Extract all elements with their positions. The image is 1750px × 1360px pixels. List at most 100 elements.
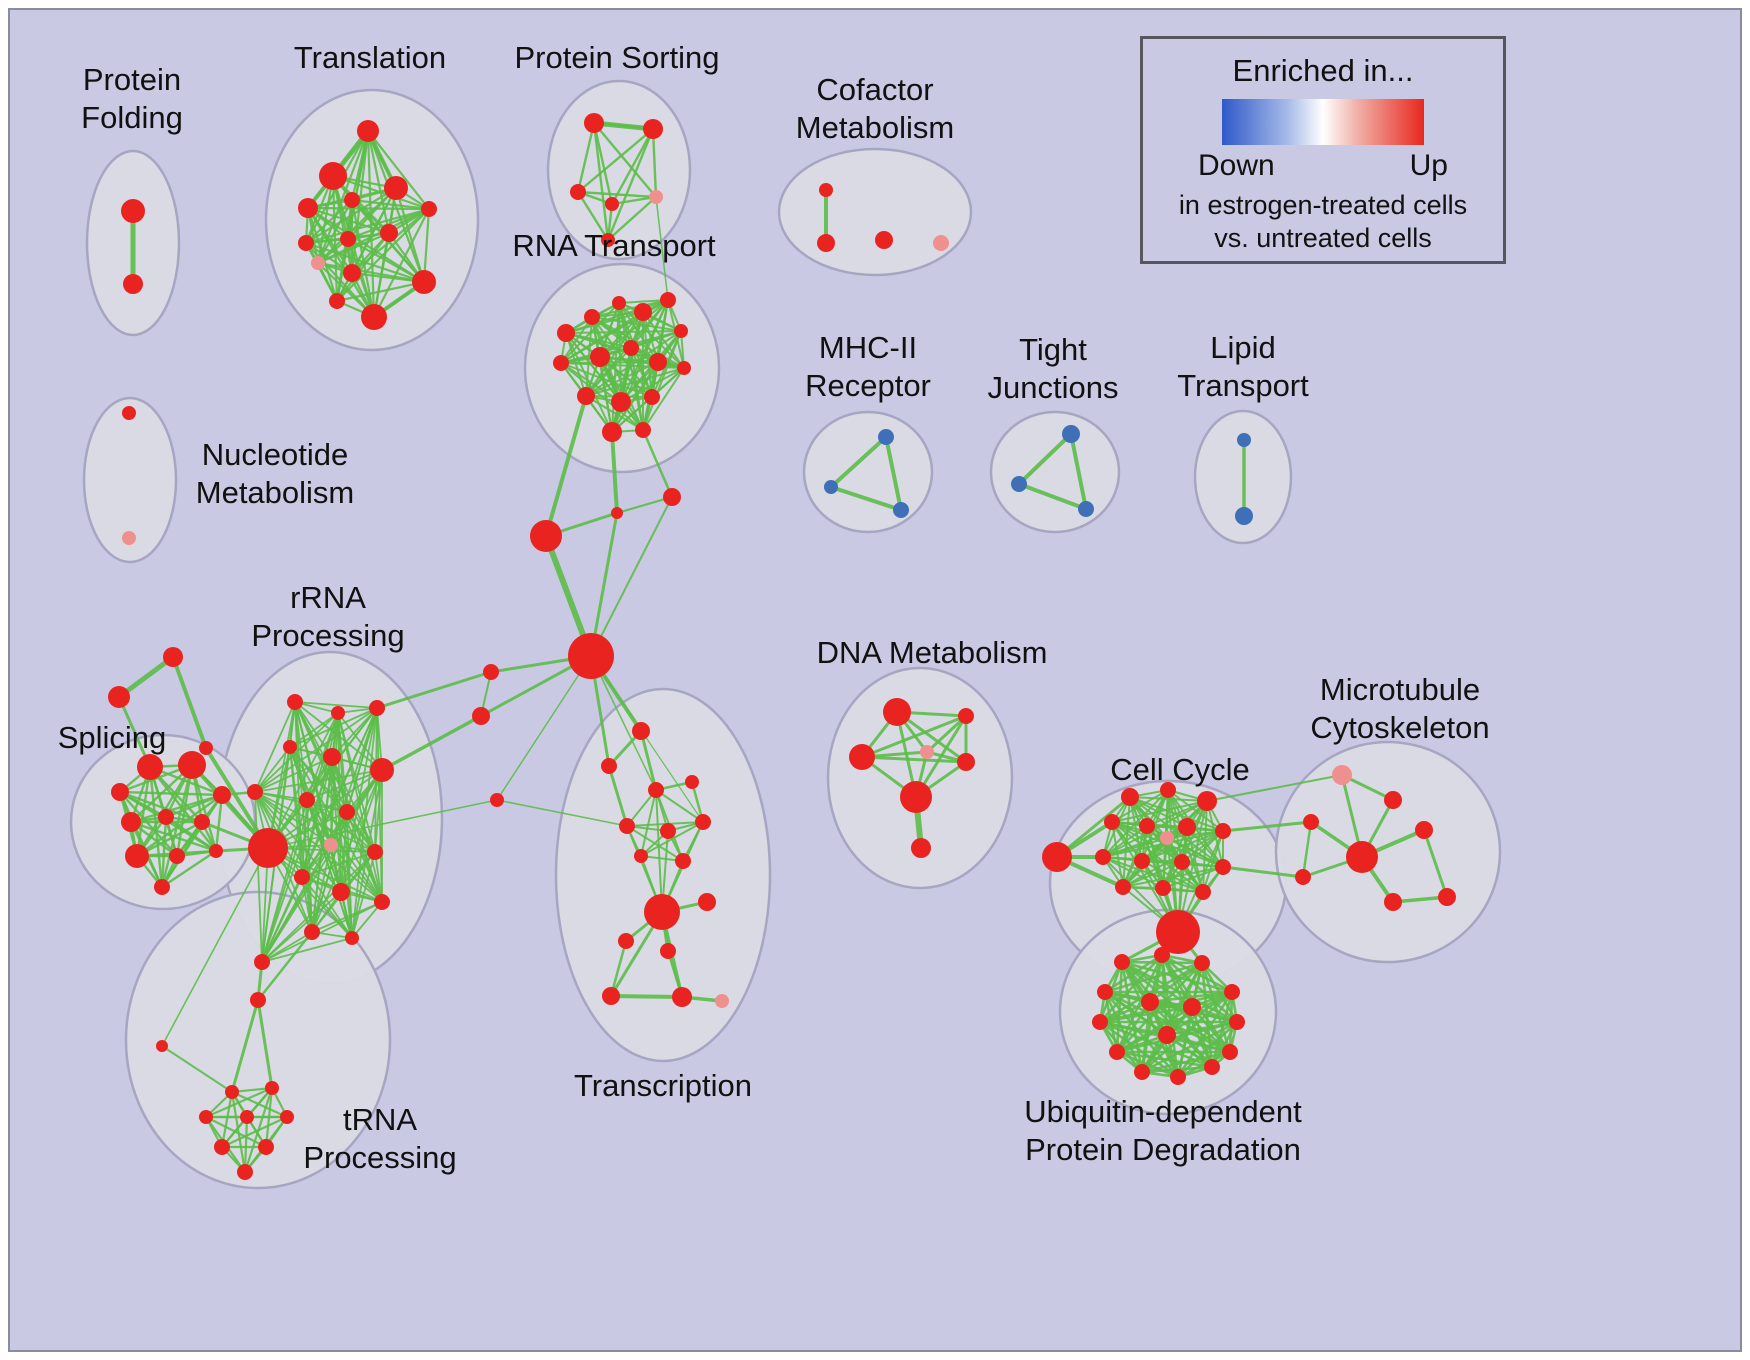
network-node[interactable] [648, 782, 664, 798]
network-node[interactable] [199, 741, 213, 755]
network-node[interactable] [819, 183, 833, 197]
network-node[interactable] [619, 818, 635, 834]
network-node[interactable] [250, 992, 266, 1008]
network-node[interactable] [324, 838, 338, 852]
network-node[interactable] [685, 775, 699, 789]
network-node[interactable] [304, 924, 320, 940]
network-node[interactable] [1156, 910, 1200, 954]
network-node[interactable] [367, 844, 383, 860]
network-node[interactable] [1229, 1014, 1245, 1030]
network-node[interactable] [1134, 853, 1150, 869]
network-node[interactable] [635, 422, 651, 438]
network-node[interactable] [602, 422, 622, 442]
network-node[interactable] [1160, 782, 1176, 798]
network-node[interactable] [169, 848, 185, 864]
network-node[interactable] [649, 353, 667, 371]
network-node[interactable] [557, 324, 575, 342]
network-node[interactable] [577, 387, 595, 405]
network-node[interactable] [1139, 818, 1155, 834]
network-node[interactable] [248, 828, 288, 868]
network-node[interactable] [605, 197, 619, 211]
network-node[interactable] [634, 849, 648, 863]
network-node[interactable] [1134, 1064, 1150, 1080]
network-node[interactable] [643, 119, 663, 139]
network-node[interactable] [294, 869, 310, 885]
network-node[interactable] [121, 199, 145, 223]
network-node[interactable] [1042, 842, 1072, 872]
network-node[interactable] [369, 700, 385, 716]
network-node[interactable] [380, 224, 398, 242]
network-node[interactable] [1215, 823, 1231, 839]
network-node[interactable] [584, 113, 604, 133]
network-node[interactable] [247, 784, 263, 800]
network-node[interactable] [1092, 1014, 1108, 1030]
network-node[interactable] [421, 201, 437, 217]
network-node[interactable] [209, 844, 223, 858]
network-node[interactable] [357, 120, 379, 142]
network-node[interactable] [911, 838, 931, 858]
network-node[interactable] [490, 793, 504, 807]
network-node[interactable] [618, 933, 634, 949]
network-node[interactable] [1121, 788, 1139, 806]
network-node[interactable] [590, 347, 610, 367]
network-node[interactable] [258, 1139, 274, 1155]
network-node[interactable] [695, 814, 711, 830]
network-node[interactable] [1222, 1044, 1238, 1060]
network-node[interactable] [1195, 884, 1211, 900]
network-node[interactable] [1011, 476, 1027, 492]
network-node[interactable] [660, 943, 676, 959]
network-node[interactable] [339, 804, 355, 820]
network-node[interactable] [1384, 893, 1402, 911]
network-node[interactable] [412, 270, 436, 294]
network-node[interactable] [875, 231, 893, 249]
network-node[interactable] [1332, 765, 1352, 785]
network-node[interactable] [344, 192, 360, 208]
network-node[interactable] [345, 931, 359, 945]
network-node[interactable] [1078, 501, 1094, 517]
network-node[interactable] [634, 303, 652, 321]
network-node[interactable] [570, 184, 586, 200]
network-node[interactable] [1097, 984, 1113, 1000]
network-node[interactable] [1194, 955, 1210, 971]
network-node[interactable] [298, 235, 314, 251]
network-node[interactable] [154, 879, 170, 895]
network-node[interactable] [1438, 888, 1456, 906]
network-node[interactable] [1384, 791, 1402, 809]
network-node[interactable] [677, 361, 691, 375]
network-node[interactable] [237, 1164, 253, 1180]
network-node[interactable] [1215, 859, 1231, 875]
network-node[interactable] [632, 722, 650, 740]
network-node[interactable] [698, 893, 716, 911]
network-node[interactable] [319, 162, 347, 190]
network-node[interactable] [958, 708, 974, 724]
network-node[interactable] [715, 994, 729, 1008]
network-node[interactable] [111, 783, 129, 801]
network-node[interactable] [660, 823, 676, 839]
network-node[interactable] [611, 392, 631, 412]
network-node[interactable] [299, 792, 315, 808]
network-node[interactable] [323, 748, 341, 766]
network-node[interactable] [644, 894, 680, 930]
network-node[interactable] [1095, 849, 1111, 865]
network-node[interactable] [214, 1139, 230, 1155]
network-node[interactable] [1237, 433, 1251, 447]
network-node[interactable] [280, 1110, 294, 1124]
network-node[interactable] [374, 894, 390, 910]
network-node[interactable] [329, 293, 345, 309]
network-node[interactable] [601, 233, 615, 247]
network-node[interactable] [900, 781, 932, 813]
network-node[interactable] [663, 488, 681, 506]
network-node[interactable] [920, 745, 934, 759]
network-node[interactable] [933, 235, 949, 251]
network-node[interactable] [137, 754, 163, 780]
network-node[interactable] [240, 1110, 254, 1124]
network-node[interactable] [957, 753, 975, 771]
network-node[interactable] [649, 190, 663, 204]
network-node[interactable] [623, 340, 639, 356]
network-node[interactable] [340, 231, 356, 247]
network-node[interactable] [612, 296, 626, 310]
network-node[interactable] [817, 234, 835, 252]
network-node[interactable] [1104, 814, 1120, 830]
network-node[interactable] [194, 814, 210, 830]
network-node[interactable] [199, 1110, 213, 1124]
